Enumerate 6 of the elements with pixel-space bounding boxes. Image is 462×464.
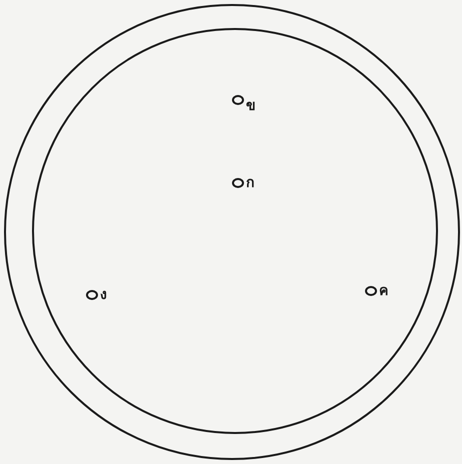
point-label: ง xyxy=(100,288,107,302)
point-label: ข xyxy=(246,99,256,113)
ring-circle xyxy=(4,4,460,460)
point-label: ก xyxy=(246,176,254,190)
point-label: ค xyxy=(379,284,388,298)
ring-circle xyxy=(32,28,438,434)
